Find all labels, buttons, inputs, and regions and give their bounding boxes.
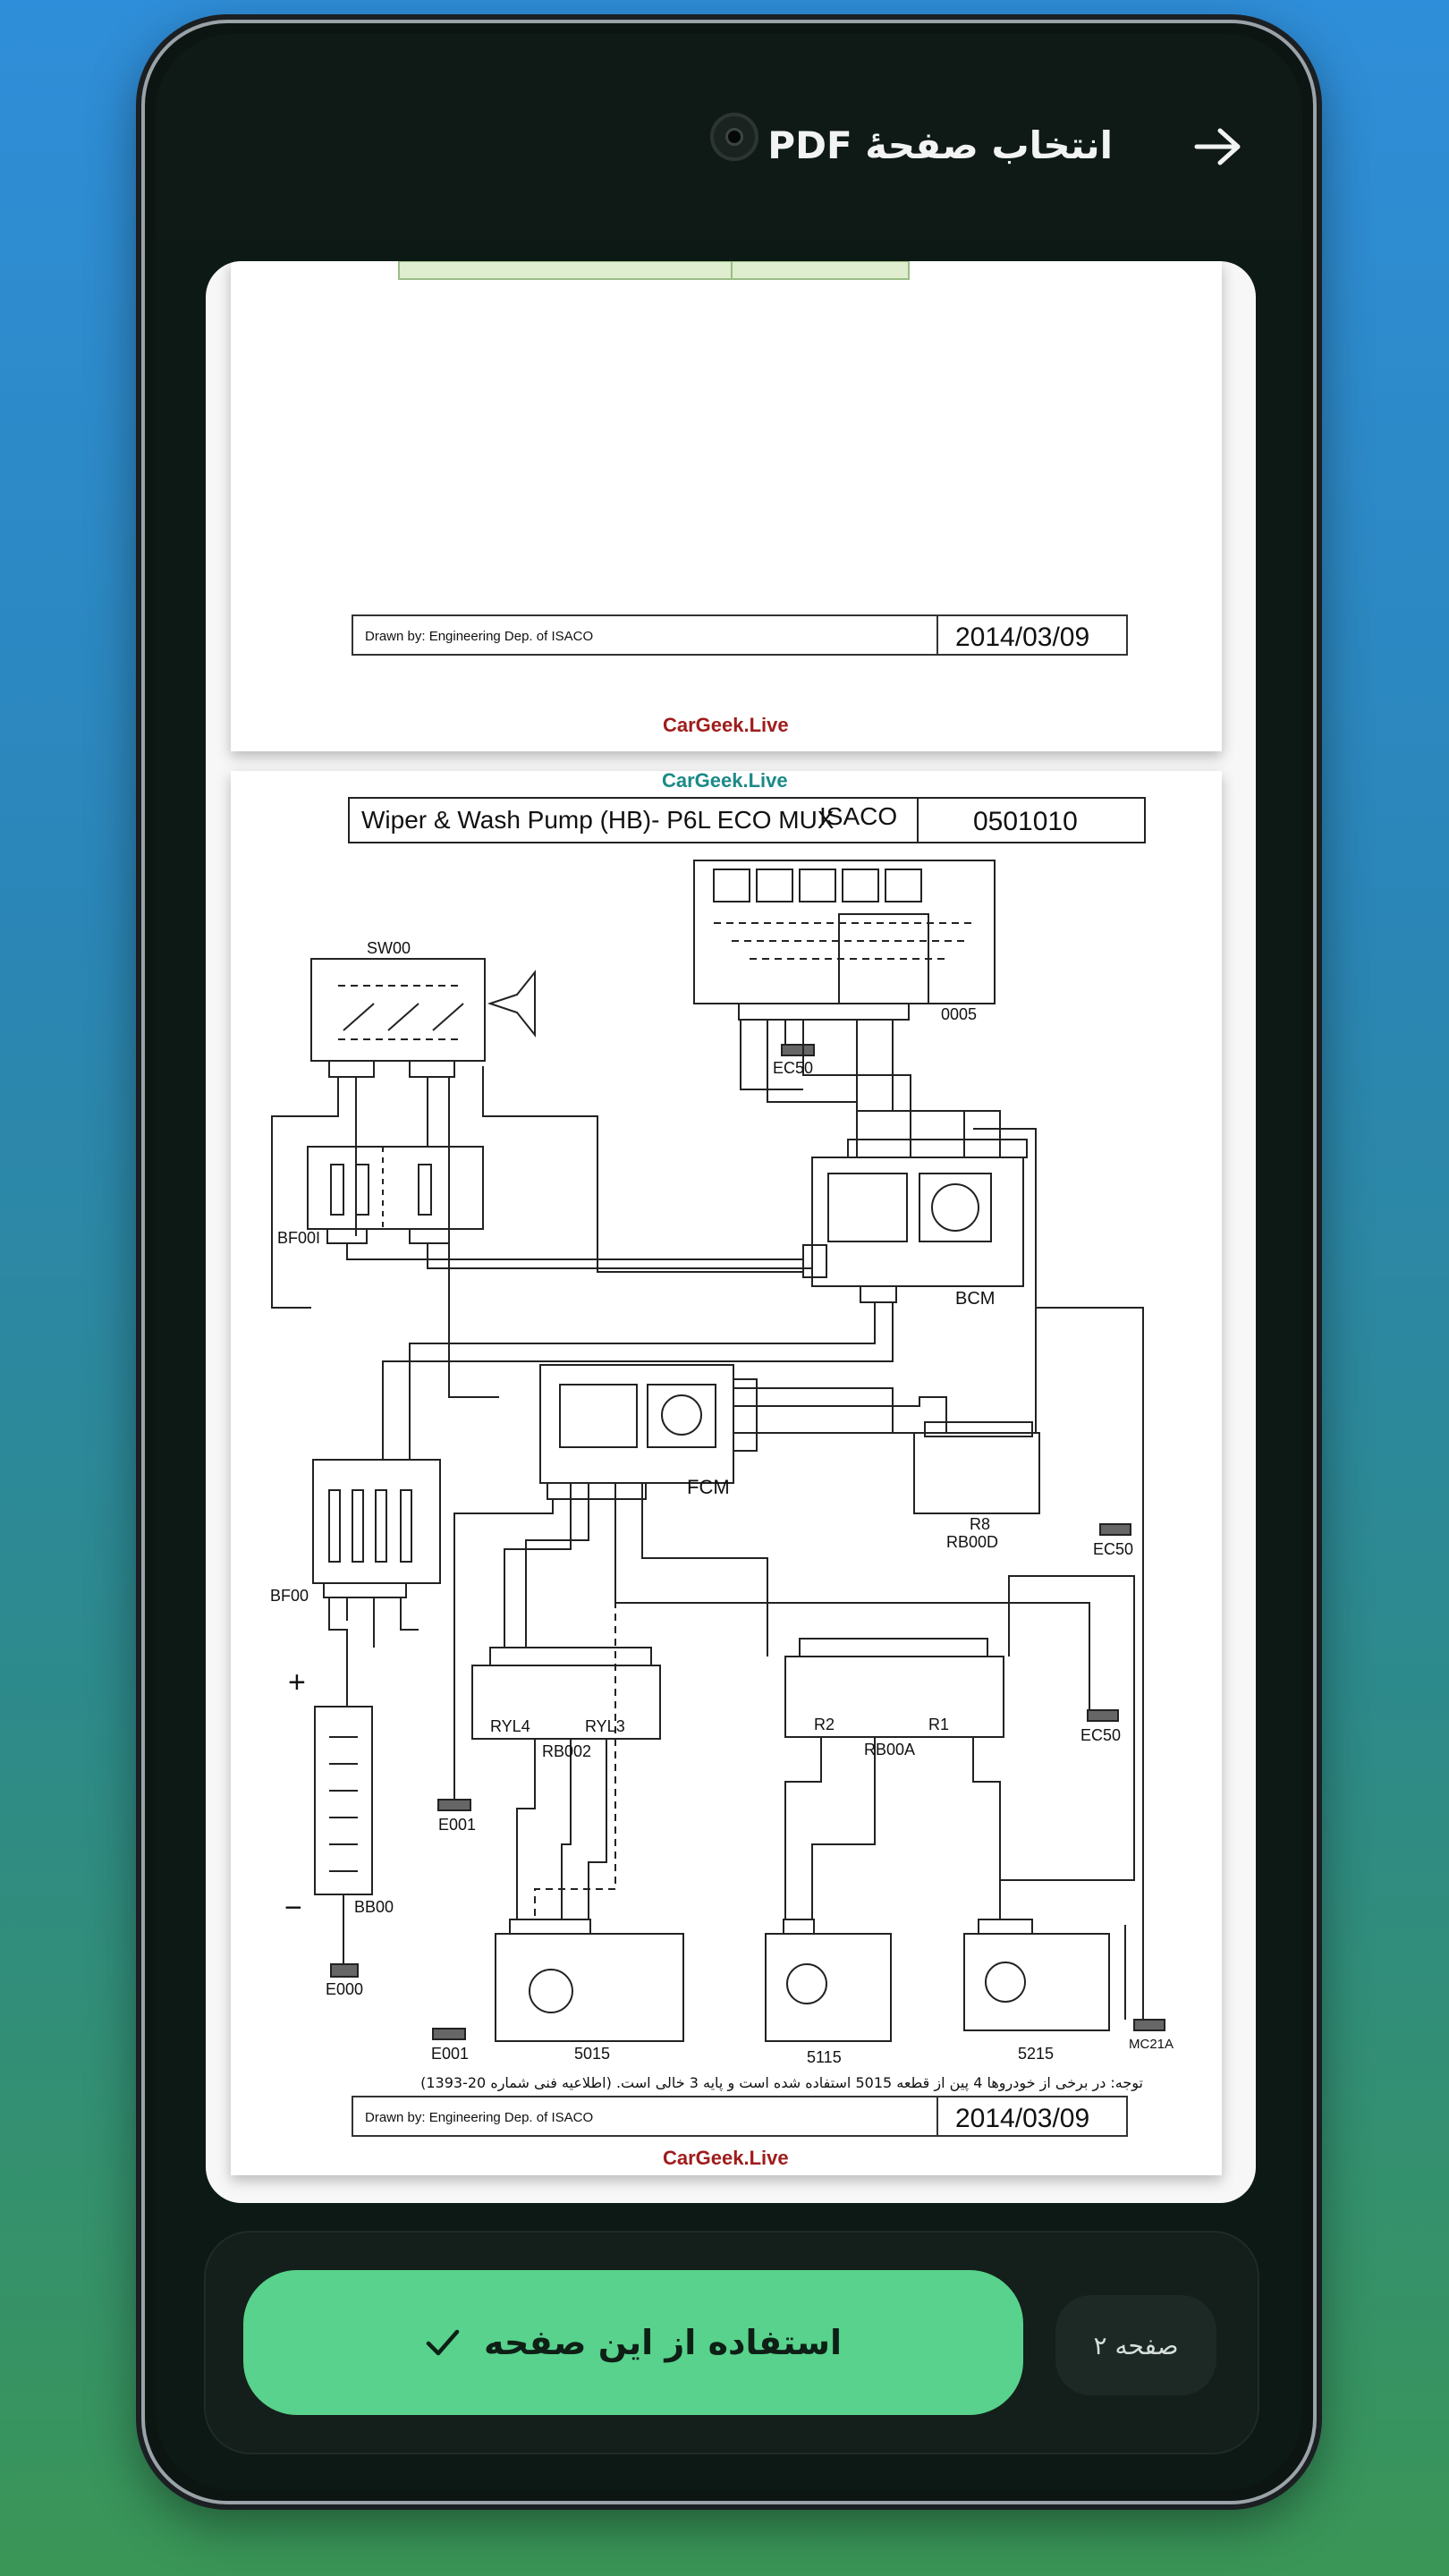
label-5115: 5115 [807, 2048, 842, 2066]
content-area: Drawn by: Engineering Dep. of ISACO 2014… [156, 238, 1302, 2490]
diagram-code: 0501010 [973, 807, 1078, 836]
label-e001-b: E001 [431, 2045, 469, 2063]
label-ec50-b: EC50 [1093, 1540, 1133, 1558]
drawn-by-text: Drawn by: Engineering Dep. of ISACO [365, 629, 593, 644]
page-1-content: Drawn by: Engineering Dep. of ISACO 2014… [352, 261, 1128, 736]
label-bcm: BCM [955, 1289, 995, 1309]
label-bf00: BF00 [270, 1587, 309, 1605]
label-fcm: FCM [687, 1476, 730, 1498]
label-ec50-c: EC50 [1080, 1726, 1121, 1744]
watermark-top: CarGeek.Live [662, 771, 788, 792]
label-e001-a: E001 [438, 1816, 476, 1834]
screen: انتخاب صفحهٔ PDF Drawn by: Engineering D… [156, 34, 1302, 2490]
pdf-viewer[interactable]: Drawn by: Engineering Dep. of ISACO 2014… [206, 261, 1256, 2203]
pdf-page-1: Drawn by: Engineering Dep. of ISACO 2014… [231, 261, 1222, 751]
label-rb00d: RB00D [946, 1533, 998, 1551]
label-mc21a: MC21A [1129, 2037, 1174, 2052]
date-text: 2014/03/09 [955, 623, 1089, 652]
check-icon [426, 2329, 460, 2356]
label-ryl3: RYL3 [585, 1717, 625, 1735]
label-e000: E000 [326, 1980, 363, 1998]
page-title: انتخاب صفحهٔ PDF [767, 123, 1113, 167]
battery-minus: − [284, 1891, 302, 1925]
use-this-page-button[interactable]: استفاده از این صفحه [243, 2270, 1023, 2415]
drawn-by-text-2: Drawn by: Engineering Dep. of ISACO [365, 2110, 593, 2125]
pdf-page-2: Wiper & Wash Pump (HB)- P6L ECO MUX ISAC… [231, 769, 1222, 2175]
label-5215: 5215 [1018, 2045, 1054, 2063]
use-this-page-label: استفاده از این صفحه [483, 2323, 843, 2362]
label-rb002: RB002 [542, 1742, 591, 1760]
front-camera [710, 113, 758, 161]
page-indicator: صفحه ۲ [1055, 2295, 1216, 2395]
diagram-title: Wiper & Wash Pump (HB)- P6L ECO MUX [361, 806, 835, 834]
bottom-action-panel: استفاده از این صفحه صفحه ۲ [204, 2231, 1259, 2454]
label-ec50-a: EC50 [773, 1059, 813, 1077]
label-r1: R1 [928, 1716, 949, 1733]
phone-frame: انتخاب صفحهٔ PDF Drawn by: Engineering D… [141, 20, 1317, 2504]
watermark-bottom: CarGeek.Live [663, 2147, 789, 2169]
label-r2: R2 [814, 1716, 835, 1733]
label-0005: 0005 [941, 1005, 977, 1023]
note-text: توجه: در برخی از خودروها 4 پین از قطعه 5… [420, 2074, 1143, 2092]
label-rb00a: RB00A [864, 1741, 915, 1758]
watermark: CarGeek.Live [663, 714, 789, 736]
arrow-right-icon[interactable] [1193, 127, 1243, 166]
wiring-diagram: Wiper & Wash Pump (HB)- P6L ECO MUX ISAC… [270, 769, 1174, 2169]
label-bf00i: BF00I [277, 1229, 320, 1247]
app-bar: انتخاب صفحهٔ PDF [156, 34, 1302, 238]
label-sw00: SW00 [367, 939, 411, 957]
brand-text: ISACO [819, 802, 897, 830]
label-r8: R8 [970, 1515, 990, 1533]
battery-plus: + [288, 1665, 306, 1699]
label-ryl4: RYL4 [490, 1717, 530, 1735]
label-5015: 5015 [574, 2045, 610, 2063]
date-text-2: 2014/03/09 [955, 2104, 1089, 2133]
label-bb00: BB00 [354, 1898, 394, 1916]
